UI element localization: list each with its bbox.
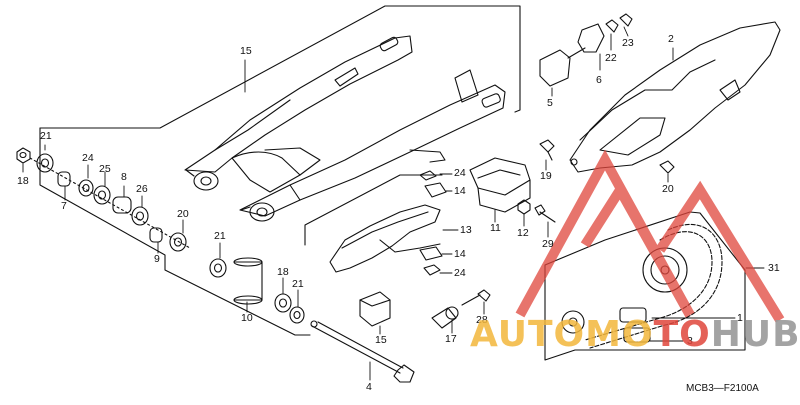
front-sprocket (561, 310, 585, 334)
callout-11: 11 (490, 222, 501, 234)
pivot-bearings-left (16, 147, 191, 252)
pivot-bolt (310, 320, 415, 383)
chain-case (569, 21, 781, 173)
callout-1: 1 (737, 312, 743, 324)
callout-20: 18 (277, 266, 289, 278)
case-bracket (539, 13, 633, 87)
callout-14-lower: 14 (454, 248, 466, 260)
callout-16: 15 (240, 45, 252, 57)
callout-26: 23 (622, 37, 634, 49)
callout-18-right: 20 (662, 183, 674, 195)
leader-lines (22, 26, 765, 381)
callout-27: 24 (82, 152, 94, 164)
callout-24-upper: 24 (454, 167, 466, 179)
chain-link-kit (619, 307, 651, 343)
callout-29: 29 (542, 238, 554, 250)
callout-21-right: 21 (292, 278, 304, 290)
mount-bolt (461, 289, 491, 306)
callout-3: 3 (687, 335, 693, 347)
callout-4: 4 (366, 381, 372, 393)
watermark-part-a: AUTOMO (470, 314, 654, 355)
callout-12: 12 (517, 227, 529, 239)
watermark-logo-icon (515, 149, 785, 323)
swingarm (184, 35, 506, 222)
callout-30-upper: 25 (99, 163, 111, 175)
drive-chain (584, 224, 723, 349)
callout-2: 2 (668, 33, 674, 45)
pivot-collar-frame (39, 164, 311, 336)
callout-22: 20 (177, 208, 189, 220)
callout-13: 13 (460, 224, 472, 236)
chain-slider-frame (304, 174, 443, 246)
watermark-part-c: HUB (710, 314, 800, 355)
swingarm-bracket-frame (39, 5, 521, 166)
mounting-pad (359, 291, 391, 327)
chain-guide (469, 157, 531, 213)
callout-19: 18 (17, 175, 29, 187)
callout-25: 22 (605, 52, 617, 64)
callout-30-lower: 26 (136, 183, 148, 195)
callout-14-upper: 14 (454, 185, 466, 197)
callout-24-lower: 24 (454, 267, 466, 279)
callout-31: 31 (768, 262, 780, 274)
diagram-code: MCB3—F2100A (686, 383, 759, 394)
pivot-bearings-right (209, 257, 305, 324)
callout-28: 28 (476, 314, 488, 326)
watermark-logo: AUTOMOTOHUB (470, 317, 800, 353)
spacer (431, 306, 459, 329)
callout-23: 21 (40, 130, 52, 142)
case-bolts (539, 139, 675, 174)
callout-10: 10 (241, 312, 253, 324)
callout-9: 9 (154, 253, 160, 265)
callout-7: 7 (61, 200, 67, 212)
callout-6: 6 (596, 74, 602, 86)
chain-slider (329, 204, 441, 273)
callout-8: 8 (121, 171, 127, 183)
watermark-part-b: TO (653, 314, 711, 355)
slider-fasteners (419, 170, 447, 276)
callout-21-left: 21 (214, 230, 226, 242)
callout-15: 15 (375, 334, 387, 346)
callout-18-left: 19 (540, 170, 552, 182)
guide-fasteners (517, 199, 556, 223)
callout-17: 17 (445, 333, 457, 345)
callout-5: 5 (547, 97, 553, 109)
